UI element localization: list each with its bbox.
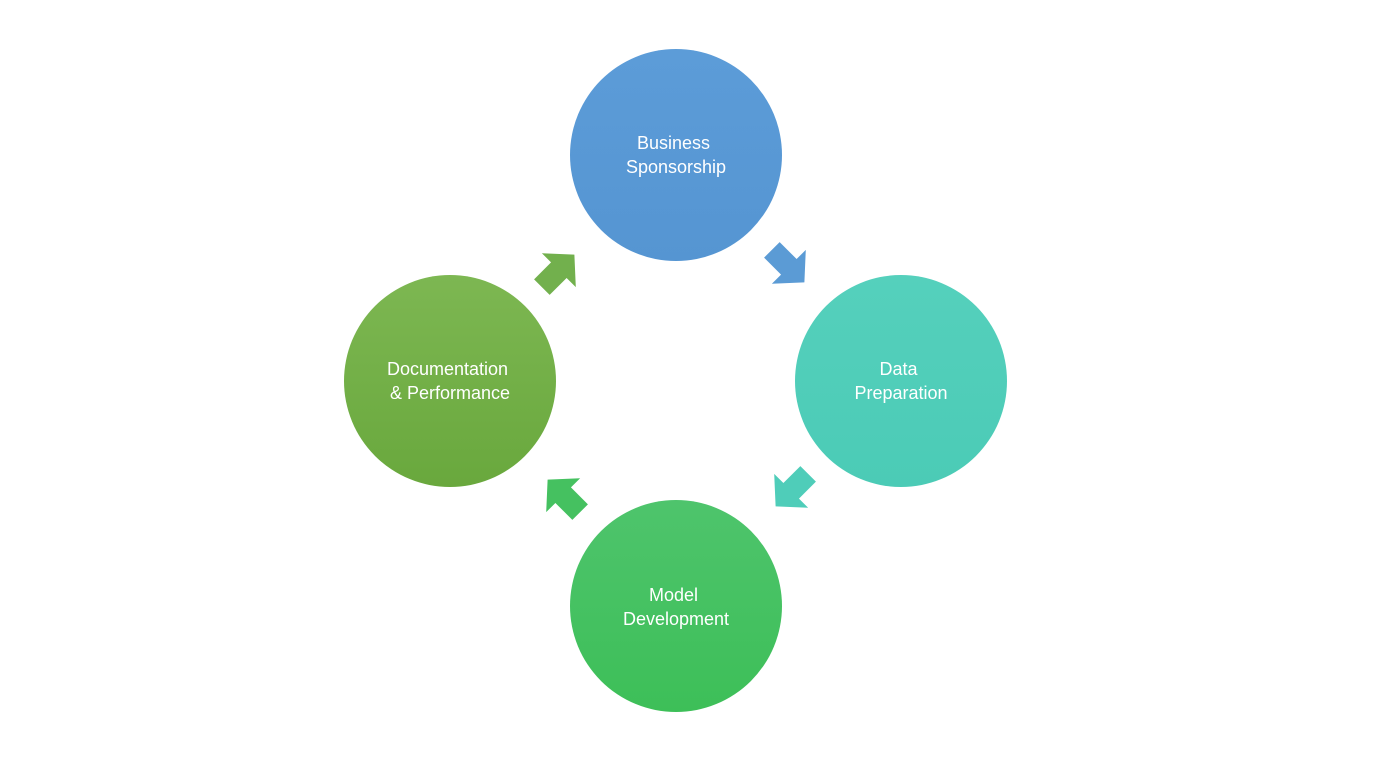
stage-business-sponsorship: Business Sponsorship — [570, 49, 782, 261]
stage-label: Model Development — [623, 585, 729, 629]
stage-documentation-performance: Documentation & Performance — [344, 275, 556, 487]
stage-label: Documentation & Performance — [387, 359, 513, 403]
stage-label: Business Sponsorship — [626, 133, 726, 177]
stage-label: Data Preparation — [854, 359, 947, 403]
stage-model-development: Model Development — [570, 500, 782, 712]
arrow-model-to-documentation — [546, 478, 588, 520]
arrow-documentation-to-business — [534, 253, 576, 295]
arrow-business-to-data — [764, 242, 806, 284]
arrow-data-to-model — [774, 466, 816, 508]
stage-data-preparation: Data Preparation — [795, 275, 1007, 487]
